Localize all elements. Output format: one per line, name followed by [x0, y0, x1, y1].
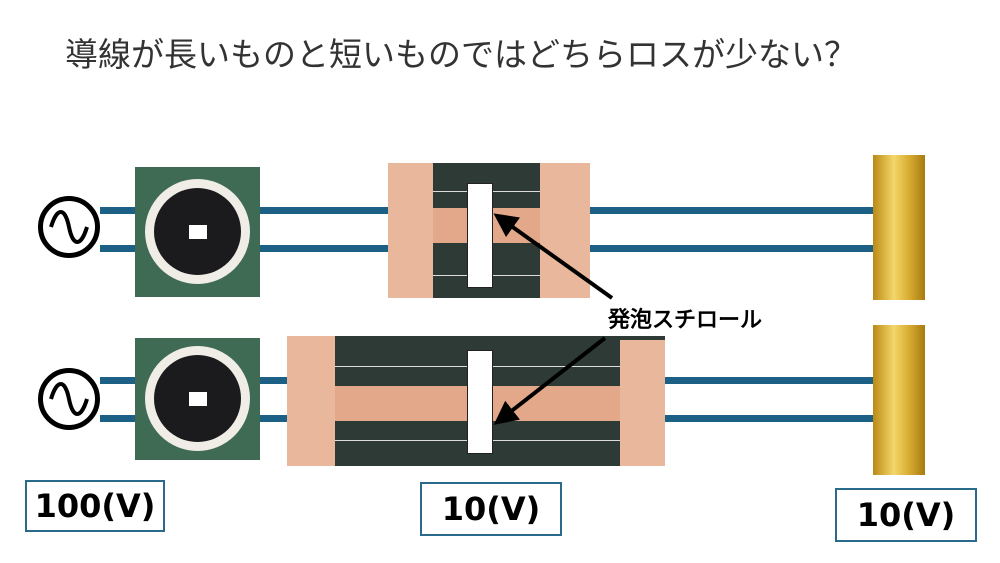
resistor-photo: [873, 155, 925, 300]
variac-photo: [135, 338, 260, 460]
variac-photo: [135, 167, 260, 297]
arrow-to-bottom-foam: [493, 336, 607, 425]
styrofoam-label: 発泡スチロール: [608, 308, 763, 333]
styrofoam-block: [467, 183, 493, 288]
load-voltage-box: 10(V): [835, 488, 977, 542]
ac-source-icon: [38, 196, 100, 258]
middle-voltage-box: 10(V): [420, 482, 562, 536]
ac-source-icon: [38, 368, 100, 430]
source-voltage-box: 100(V): [25, 480, 165, 532]
slide-title: 導線が長いものと短いものではどちらロスが少ない？: [65, 35, 857, 74]
styrofoam-block: [467, 350, 493, 454]
resistor-photo: [873, 325, 925, 475]
arrow-to-top-foam: [493, 213, 614, 300]
